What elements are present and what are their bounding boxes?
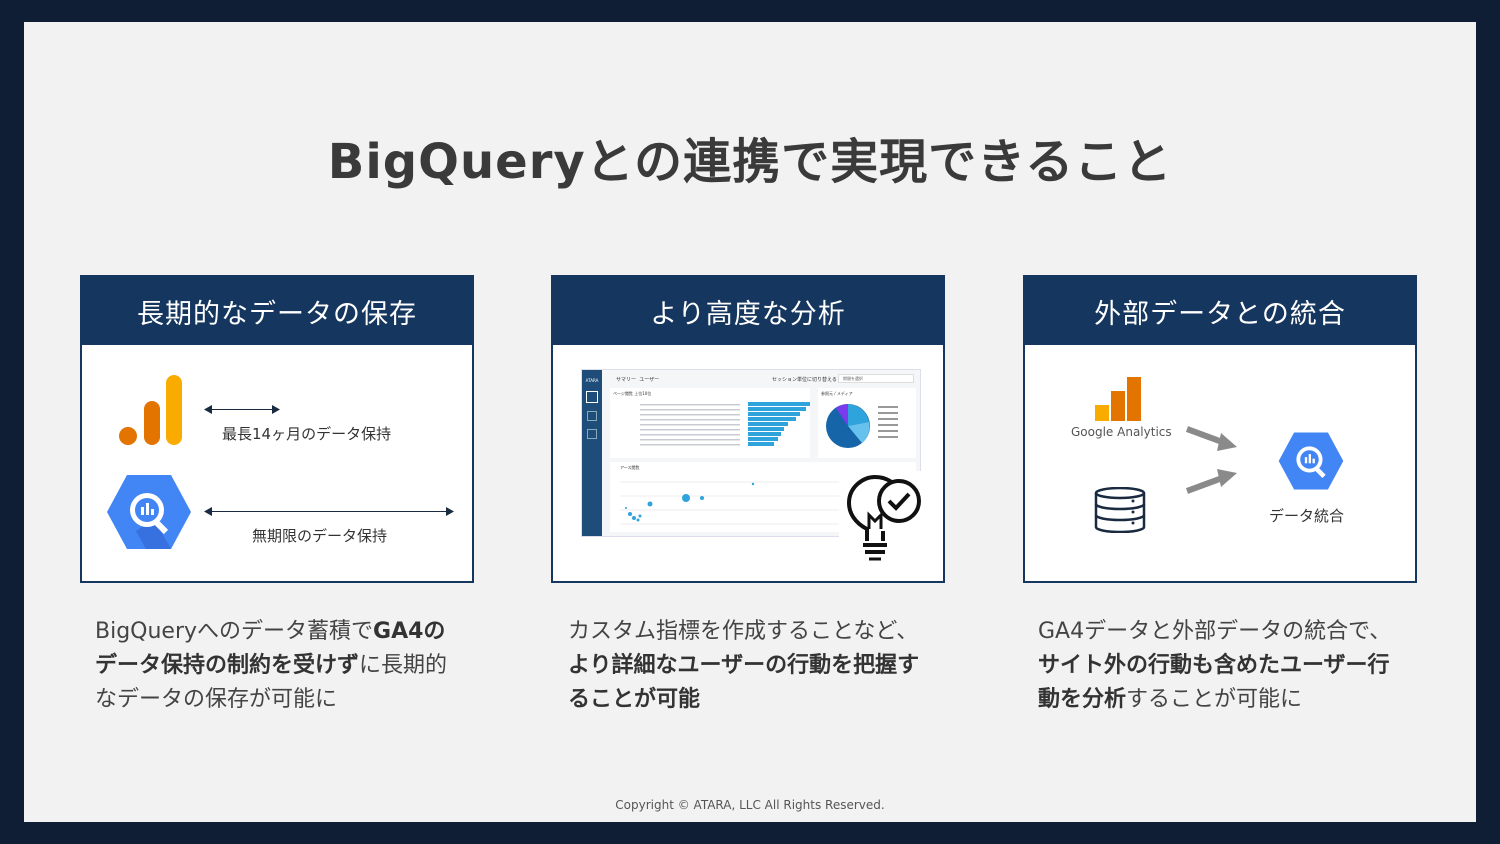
desc-emphasis: GA4のデータ保持の制約を受けず: [95, 619, 446, 678]
card-heading: 長期的なデータの保存: [82, 277, 472, 345]
arrow-down-right: [1185, 426, 1237, 451]
desc-text: することが可能に: [1126, 687, 1303, 712]
dashboard-tab-summary: サマリー: [616, 377, 637, 383]
description-storage: BigQueryへのデータ蓄積でGA4のデータ保持の制約を受けずに長期的なデータ…: [95, 615, 455, 717]
card-heading: 外部データとの統合: [1025, 277, 1415, 345]
card-external-data: 外部データとの統合 Google Analytics: [1023, 275, 1417, 583]
dashboard-segment-label: セッション単位に切り替える: [772, 377, 837, 383]
panel-title: アース閲覧: [620, 465, 640, 470]
description-analysis: カスタム指標を作成することなど、より詳細なユーザーの行動を把握することが可能: [568, 615, 928, 717]
desc-text: BigQueryへのデータ蓄積で: [95, 619, 374, 644]
dashboard-select: 期間を選択: [838, 374, 914, 383]
dashboard-bar-panel: ページ閲覧 上位10位: [610, 388, 810, 458]
desc-text: GA4データと外部データの統合で、: [1038, 619, 1392, 644]
desc-text: に長期的なデータの保存が可能に: [95, 653, 448, 712]
card-heading: より高度な分析: [553, 277, 943, 345]
dashboard-brand: ATARA: [585, 378, 599, 383]
card-long-term-storage: 長期的なデータの保存 最長14ヶ月のデータ保持 無期限のデータ保持: [80, 275, 474, 583]
dashboard-sidebar: ATARA: [582, 370, 602, 536]
dashboard-tab-user: ユーザー: [639, 377, 660, 383]
bigquery-icon: [107, 475, 191, 549]
copyright: Copyright © ATARA, LLC All Rights Reserv…: [615, 798, 885, 812]
desc-emphasis: サイト外の行動も含めたユーザー行動を分析: [1038, 653, 1390, 712]
dashboard-pie-panel: 参照元 / メディア: [818, 388, 916, 458]
retention-unlimited-label: 無期限のデータ保持: [252, 527, 388, 545]
panel-title: ページ閲覧 上位10位: [613, 391, 652, 396]
desc-emphasis: より詳細なユーザーの行動を把握することが可能: [568, 653, 920, 712]
card-advanced-analysis: より高度な分析 ATARA サマリー ユーザー セッション単位に切り替える 期間…: [551, 275, 945, 583]
description-integration: GA4データと外部データの統合で、サイト外の行動も含めたユーザー行動を分析するこ…: [1038, 615, 1398, 717]
arrow-short: [206, 409, 278, 410]
retention-14-months-label: 最長14ヶ月のデータ保持: [222, 425, 392, 443]
arrow-up-right: [1185, 469, 1237, 494]
panel-title: 参照元 / メディア: [821, 391, 853, 396]
arrow-long: [206, 511, 452, 512]
lightbulb-check-icon: [839, 471, 923, 561]
page-title: BigQueryとの連携で実現できること: [327, 134, 1173, 190]
google-analytics-icon: [119, 375, 182, 445]
database-icon: [1094, 487, 1146, 533]
google-analytics-label: Google Analytics: [1071, 425, 1172, 439]
bigquery-icon: [1278, 432, 1344, 490]
data-integration-label: データ統合: [1269, 507, 1345, 525]
google-analytics-icon: [1095, 377, 1141, 421]
desc-text: カスタム指標を作成することなど、: [568, 619, 919, 644]
